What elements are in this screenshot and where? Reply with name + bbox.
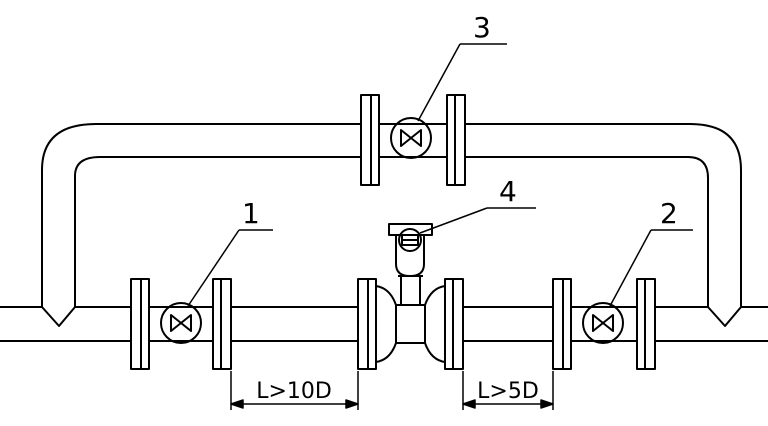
flange: [357, 278, 369, 370]
dimension-downstream-label: L>5D: [477, 379, 539, 404]
flange: [636, 278, 646, 370]
flange: [367, 278, 377, 370]
flange: [644, 278, 656, 370]
flowmeter-4: [357, 223, 464, 370]
flange: [130, 278, 142, 370]
flange: [452, 278, 464, 370]
flange: [212, 278, 222, 370]
dimension-downstream: [462, 371, 554, 410]
flowmeter-body: [375, 285, 446, 306]
callout-1: 1: [242, 197, 260, 230]
valve-body: [582, 302, 624, 344]
flowmeter-neck: [400, 275, 421, 306]
dimension-upstream: [230, 371, 359, 410]
leader-lines: [187, 43, 693, 307]
valve-bowtie-icon: [170, 314, 192, 332]
callout-2: 2: [660, 197, 678, 230]
flange: [454, 94, 466, 186]
valve-bowtie-icon: [592, 314, 614, 332]
callout-3: 3: [473, 11, 491, 44]
main-pipe: [0, 306, 768, 342]
valve-body: [160, 302, 202, 344]
flange: [562, 278, 572, 370]
flange: [444, 278, 454, 370]
valve-bowtie-icon: [400, 129, 422, 147]
valve-3: [360, 94, 466, 186]
flange: [370, 94, 380, 186]
flange: [220, 278, 232, 370]
bypass-pipe: [41, 123, 742, 327]
flange: [360, 94, 372, 186]
dimension-upstream-label: L>10D: [256, 379, 332, 404]
flowmeter-housing: [395, 235, 425, 277]
flange: [140, 278, 150, 370]
flange: [552, 278, 564, 370]
valve-2: [552, 278, 656, 370]
valve-1: [130, 278, 232, 370]
valve-body: [390, 117, 432, 159]
flowmeter-display: [398, 228, 422, 252]
flange: [446, 94, 456, 186]
callout-4: 4: [499, 175, 517, 208]
